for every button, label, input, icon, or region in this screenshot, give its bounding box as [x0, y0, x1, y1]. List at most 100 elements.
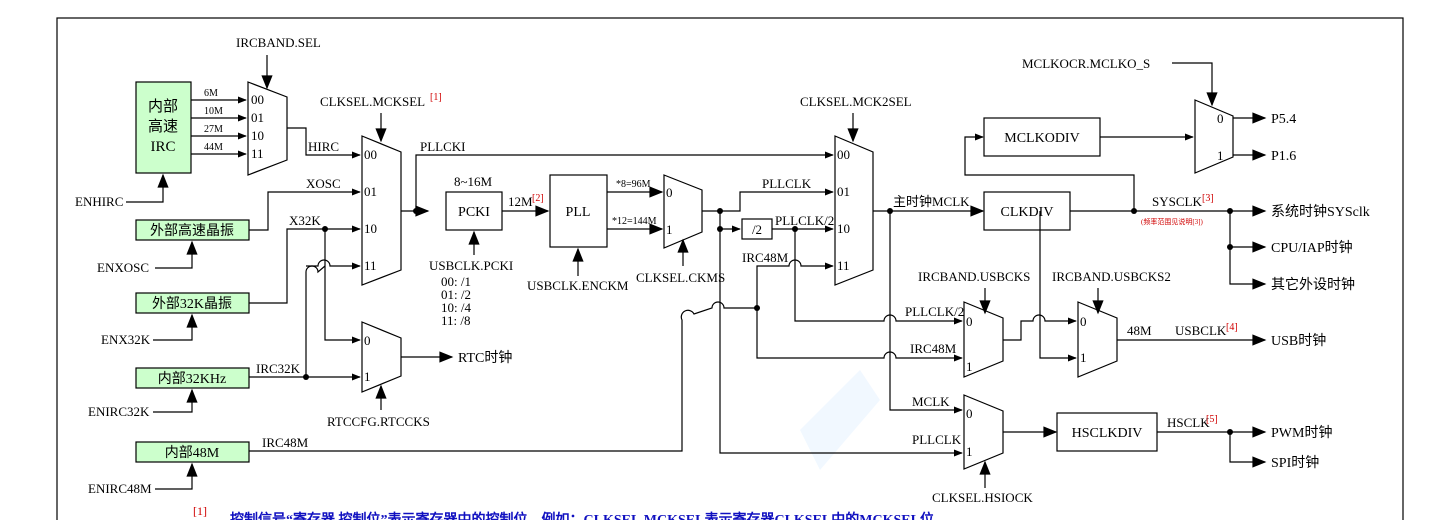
pllclk2-usb-line	[794, 229, 963, 325]
irc-freq-10m: 10M	[204, 106, 223, 117]
hsiock-mux-0: 0	[966, 406, 973, 421]
clkdiv-label: CLKDIV	[1001, 205, 1054, 220]
pllclk-hsio-line	[719, 211, 963, 457]
hsclkdiv-block	[1056, 412, 1158, 452]
pcki-label: PCKI	[458, 205, 490, 220]
clksel-mck2sel-label: CLKSEL.MCK2SEL	[800, 94, 912, 109]
pllclk2-label: PLLCLK/2	[775, 213, 834, 228]
enirc32k-arrow	[153, 388, 198, 413]
x32k-label: X32K	[289, 213, 321, 228]
xosc-block-label: 外部高速晶振	[150, 222, 234, 239]
mclkocr-label: MCLKOCR.MCLKO_S	[1022, 56, 1150, 71]
clksel-mcksel-label: CLKSEL.MCKSEL	[320, 94, 425, 109]
irc32k-block	[135, 367, 250, 389]
irc-block	[135, 81, 192, 174]
usbcks-out	[1003, 314, 1077, 341]
pcki-div-1: 01: /2	[441, 287, 471, 302]
irc48m-block-label: 内部48M	[165, 445, 220, 461]
pcki-12m: 12M	[508, 194, 533, 209]
hirc-line	[287, 127, 361, 159]
footnote-text: 控制信号“寄存器.控制位”表示寄存器中的控制位，例如：CLKSEL.MCKSEL…	[230, 511, 934, 520]
enirc48m-arrow	[155, 462, 198, 490]
pllcki-label: PLLCKI	[420, 139, 466, 154]
mclko-mux	[1194, 99, 1234, 174]
usbclk-label: USBCLK	[1175, 323, 1227, 338]
pllclk2-usb-label: PLLCLK/2	[905, 304, 964, 319]
pllcki-line	[415, 151, 834, 211]
mck2sel-code-11: 11	[837, 258, 850, 273]
mclko-feed-line	[964, 133, 1135, 211]
enx32k-arrow	[153, 313, 198, 341]
main-mclk-label: 主时钟MCLK	[893, 194, 970, 209]
div2-label: /2	[752, 222, 762, 237]
irc48m-line	[249, 301, 757, 452]
ircband-sel-label: IRCBAND.SEL	[236, 35, 321, 50]
irc48m-label: IRC48M	[262, 435, 309, 450]
other-clock-label: 其它外设时钟	[1271, 276, 1355, 293]
p16-label: P1.6	[1271, 149, 1296, 164]
clkdiv-block	[983, 191, 1071, 231]
usbcks2-mux	[1077, 301, 1118, 378]
footnote-ref: [1]	[193, 504, 207, 518]
enhirc-label: ENHIRC	[75, 194, 123, 209]
ref5-mark: [5]	[1206, 414, 1218, 425]
irc48m-usb-line	[756, 308, 963, 362]
usbclk-enckm-label: USBCLK.ENCKM	[527, 278, 629, 293]
irc48m-block	[135, 441, 250, 463]
usbcks-mux-0: 0	[966, 314, 973, 329]
ckms-mux	[663, 174, 703, 249]
rtc-mux-1: 1	[364, 369, 371, 384]
cpu-clock-label: CPU/IAP时钟	[1271, 239, 1353, 256]
irc-block-l3: IRC	[150, 139, 175, 155]
irc48m-usb-label: IRC48M	[910, 341, 957, 356]
enx32k-label: ENX32K	[101, 332, 151, 347]
rtc-mux	[361, 321, 402, 393]
x32k-block-label: 外部32K晶振	[152, 296, 232, 312]
pllclk-label: PLLCLK	[762, 176, 812, 191]
usbcks2-mux-0: 0	[1080, 314, 1087, 329]
hsclk-label: HSCLK	[1167, 415, 1210, 430]
pllclk-line	[720, 188, 834, 212]
mclkocr-arrow	[1172, 62, 1218, 107]
x32k-rtc-line	[324, 229, 361, 344]
clksel-ckms-label: CLKSEL.CKMS	[636, 270, 725, 285]
irc32k-block-label: 内部32KHz	[158, 371, 226, 387]
mck2sel-code-01: 01	[837, 184, 850, 199]
sysclk-note: (频率范围见说明[3])	[1141, 217, 1203, 226]
ref2-mark: [2]	[532, 193, 544, 204]
irc-block-l1: 内部	[148, 98, 178, 115]
pll-block	[549, 174, 608, 248]
irc-block-l2: 高速	[148, 118, 178, 135]
mclkodiv-label: MCLKODIV	[1004, 131, 1079, 146]
ref4-mark: [4]	[1226, 322, 1238, 333]
enirc32k-label: ENIRC32K	[88, 404, 150, 419]
hsiock-mux	[963, 394, 1004, 470]
mck2sel-code-10: 10	[837, 221, 850, 236]
other-out-arrow	[1229, 211, 1267, 290]
mclk-hsio-label: MCLK	[912, 394, 950, 409]
xosc-label: XOSC	[306, 176, 341, 191]
usb-48m-label: 48M	[1127, 323, 1152, 338]
rtc-clock-label: RTC时钟	[458, 349, 512, 366]
ckms-mux-1: 1	[666, 222, 673, 237]
pll-label: PLL	[566, 205, 591, 220]
irc48m-mck2-line	[756, 259, 834, 308]
ircband-code-01: 01	[251, 110, 264, 125]
enxosc-arrow	[155, 240, 198, 269]
ircband-usbcks-label: IRCBAND.USBCKS	[918, 269, 1030, 284]
pcki-block	[445, 191, 503, 231]
irc32k-mcksel-line	[306, 259, 361, 270]
pcki-div-3: 11: /8	[441, 313, 471, 328]
ref1-mark: [1]	[430, 92, 442, 103]
sysclk-label: SYSCLK	[1152, 194, 1202, 209]
hsclkdiv-label: HSCLKDIV	[1072, 426, 1143, 441]
ircband-code-10: 10	[251, 128, 264, 143]
rtc-mux-0: 0	[364, 333, 371, 348]
ircband-usbcks2-label: IRCBAND.USBCKS2	[1052, 269, 1171, 284]
enhirc-arrow	[126, 173, 169, 203]
watermark	[800, 370, 880, 470]
pll-out-96m: *8=96M	[616, 179, 651, 190]
irc48m-mck2-label: IRC48M	[742, 250, 789, 265]
pllclk-hsio-label: PLLCLK	[912, 432, 962, 447]
ircband-code-11: 11	[251, 146, 264, 161]
